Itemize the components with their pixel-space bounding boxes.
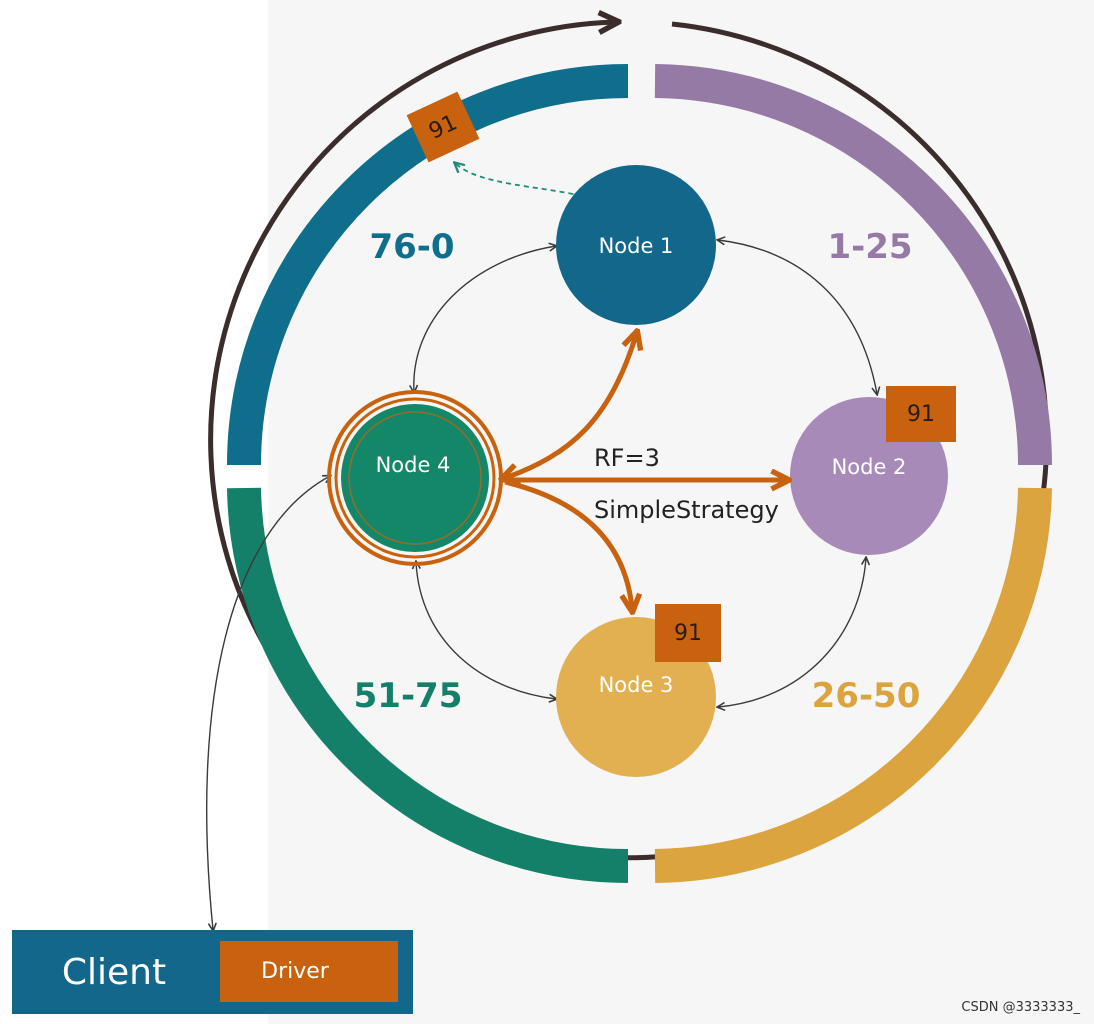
node-3-label: Node 3 [599,673,674,697]
replica-arrow-node1 [505,335,636,478]
range-label-26-50: 26-50 [812,676,921,716]
dashed-write-arrow [456,164,583,197]
token-tag-ring: 91 [406,91,480,163]
node-2-label: Node 2 [832,455,907,479]
token-tag-node2: 91 [886,386,956,442]
client-label: Client [62,952,166,993]
link-node2-node3 [718,558,866,707]
node-1 [556,165,716,325]
watermark-text: CSDN @3333333_ [961,1000,1080,1015]
replication-factor-label: RF=3 [594,444,660,472]
client-box: Client Driver [12,930,413,1014]
range-label-51-75: 51-75 [354,676,463,716]
link-node4-node3 [416,562,556,699]
link-node1-node2 [718,240,877,394]
driver-label: Driver [261,959,330,984]
replica-arrow-node3 [504,479,632,608]
link-client-node4 [206,476,330,930]
replication-strategy-label: SimpleStrategy [594,496,779,524]
left-panel-background [0,0,268,1024]
driver-box [220,941,398,1002]
node-1-label: Node 1 [599,234,674,258]
node-4-label: Node 4 [376,453,451,477]
range-label-76-0: 76-0 [369,227,454,267]
arc-segment-76-0 [227,64,629,466]
svg-text:91: 91 [907,402,935,427]
svg-text:91: 91 [674,621,702,646]
arc-segment-1-25 [654,64,1052,466]
arc-segment-26-50 [654,487,1052,883]
node-4-coordinator [327,390,503,566]
token-tag-node3: 91 [655,604,721,662]
link-node1-node4 [414,246,556,392]
range-label-1-25: 1-25 [827,227,912,267]
